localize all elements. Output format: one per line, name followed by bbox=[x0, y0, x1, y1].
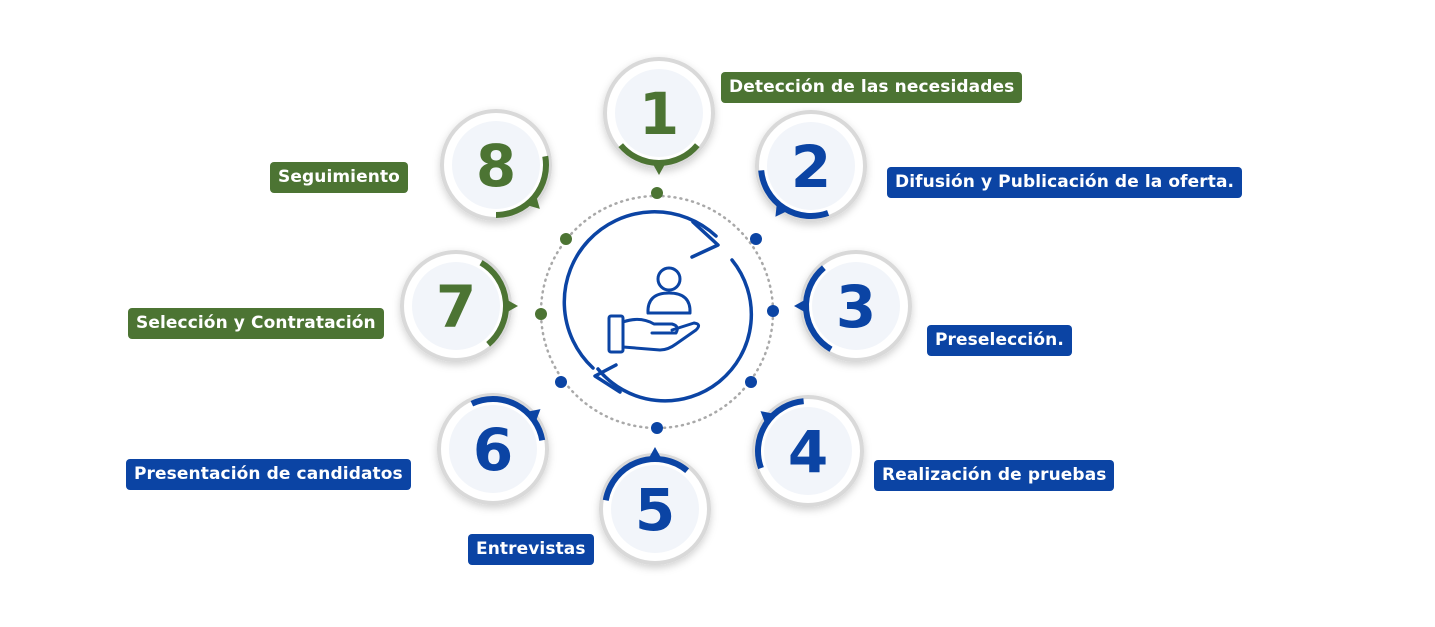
step-node-6: 6 bbox=[437, 393, 549, 505]
orbit-dot-5 bbox=[651, 422, 663, 434]
step-pointer-5 bbox=[648, 447, 662, 460]
step-number-5: 5 bbox=[635, 476, 675, 544]
step-inner-8 bbox=[452, 121, 540, 209]
step-pointer-3 bbox=[794, 299, 807, 313]
orbit-dot-1 bbox=[651, 187, 663, 199]
step-pointer-1 bbox=[652, 162, 666, 175]
orbit-dot-6 bbox=[555, 376, 567, 388]
step-arc-5 bbox=[602, 456, 690, 501]
step-number-6: 6 bbox=[473, 416, 513, 484]
step-node-1: 1 bbox=[603, 57, 715, 175]
orbit-dot-7 bbox=[535, 308, 547, 320]
step-inner-4 bbox=[764, 407, 852, 495]
step-number-8: 8 bbox=[476, 132, 516, 200]
step-node-4: 4 bbox=[752, 395, 864, 507]
step-label-5: Entrevistas bbox=[468, 534, 594, 565]
orbit-dot-2 bbox=[750, 233, 762, 245]
step-label-7: Selección y Contratación bbox=[128, 308, 384, 339]
step-pointer-7 bbox=[505, 299, 518, 313]
cycle-arrows-icon bbox=[562, 210, 754, 403]
step-number-3: 3 bbox=[836, 273, 876, 341]
step-number-7: 7 bbox=[436, 273, 476, 341]
step-label-4: Realización de pruebas bbox=[874, 460, 1115, 491]
step-label-6: Presentación de candidatos bbox=[126, 459, 411, 490]
step-node-8: 8 bbox=[440, 109, 552, 221]
step-number-4: 4 bbox=[788, 418, 828, 486]
step-node-5: 5 bbox=[599, 447, 711, 565]
step-arc-6 bbox=[470, 396, 546, 441]
step-number-2: 2 bbox=[791, 133, 831, 201]
step-pointer-2 bbox=[775, 202, 789, 217]
orbit-dot-3 bbox=[767, 305, 779, 317]
orbit-dot-4 bbox=[745, 376, 757, 388]
hand-holding-person-icon bbox=[562, 210, 754, 403]
step-inner-7 bbox=[412, 262, 500, 350]
step-node-3: 3 bbox=[794, 250, 912, 362]
step-inner-6 bbox=[449, 405, 537, 493]
step-node-7: 7 bbox=[400, 250, 518, 362]
step-pointer-4 bbox=[760, 411, 775, 425]
step-node-2: 2 bbox=[755, 110, 867, 222]
step-label-2: Difusión y Publicación de la oferta. bbox=[887, 167, 1243, 198]
step-label-1: Detección de las necesidades bbox=[721, 72, 1023, 103]
step-label-3: Preselección. bbox=[927, 325, 1072, 356]
step-inner-2 bbox=[767, 122, 855, 210]
step-pointer-6 bbox=[526, 409, 541, 423]
step-inner-3 bbox=[812, 262, 900, 350]
step-inner-5 bbox=[611, 465, 699, 553]
step-inner-1 bbox=[615, 69, 703, 157]
step-pointer-8 bbox=[526, 195, 540, 209]
step-label-8: Seguimiento bbox=[270, 162, 408, 193]
orbit-dot-8 bbox=[560, 233, 572, 245]
step-number-1: 1 bbox=[639, 80, 679, 148]
